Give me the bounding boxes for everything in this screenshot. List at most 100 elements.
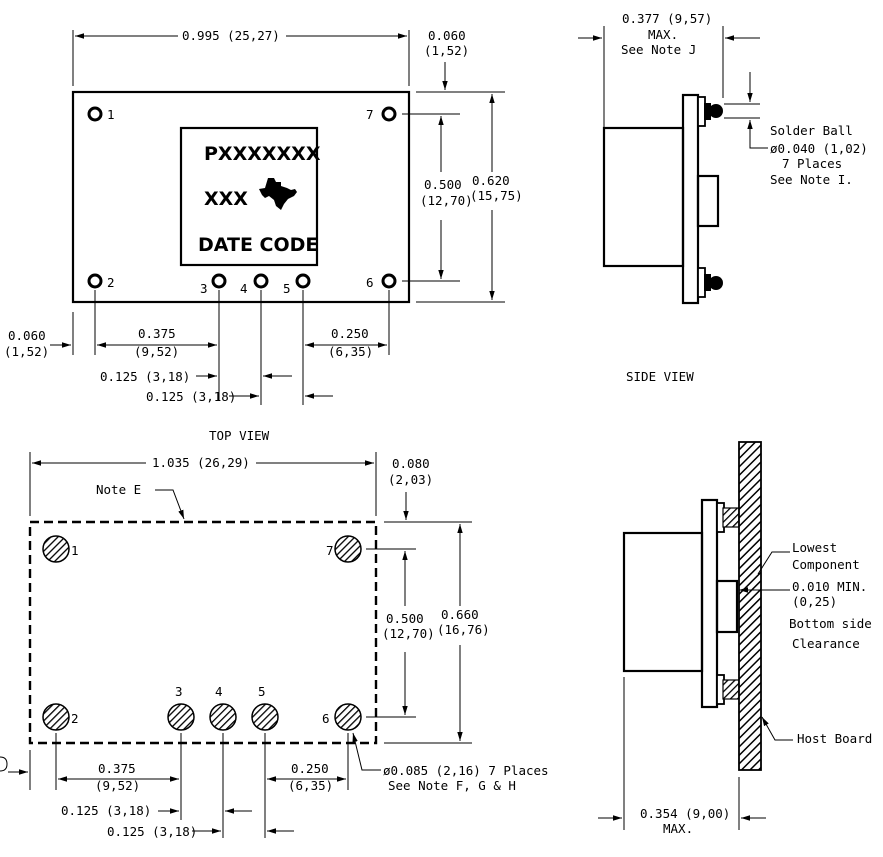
pin-number: 1	[107, 107, 115, 122]
pin-1	[87, 106, 103, 122]
side-view: 0.377 (9,57) MAX. See Note J Solder Ball…	[578, 11, 868, 384]
top-width-dim: 0.995 (25,27)	[182, 28, 280, 43]
top-pins	[87, 106, 397, 289]
mount-c3: 0.010 MIN.	[792, 579, 867, 594]
side-max-in: 0.377 (9,57)	[622, 11, 712, 26]
pad-number: 7	[326, 543, 334, 558]
mount-c5: Bottom side	[789, 616, 872, 631]
top-edge-in: 0.060	[428, 28, 466, 43]
pad-width-dim: 1.035 (26,29)	[152, 455, 250, 470]
pad-number: 4	[215, 684, 223, 699]
pad-pinoffset-mm: (9,52)	[95, 778, 140, 793]
top-leftedge-mm: (1,52)	[4, 344, 49, 359]
pad-height-mm: (16,76)	[437, 622, 490, 637]
top-pinoffset-in: 0.375	[138, 326, 176, 341]
pad-2	[42, 703, 70, 731]
top-pitch-b: 0.125 (3,18)	[146, 389, 236, 404]
label-part: PXXXXXXX	[204, 143, 321, 165]
label-date: DATE CODE	[198, 234, 318, 256]
pad-pitch-b: 0.125 (3,18)	[107, 824, 197, 839]
solder-ball-icon	[709, 104, 723, 118]
pad-edge-in: 0.080	[392, 456, 430, 471]
pin-number: 7	[366, 107, 374, 122]
label-rev: XXX	[204, 188, 248, 210]
pin-5	[295, 273, 311, 289]
pad-pitch-a: 0.125 (3,18)	[61, 803, 151, 818]
mount-component	[622, 531, 704, 673]
pad-layout-view: 1.035 (26,29) Note E 0.080 (2,03) 1 7 2 …	[0, 452, 549, 839]
pin-7	[381, 106, 397, 122]
top-height-mm: (15,75)	[470, 188, 523, 203]
pad-3	[167, 703, 195, 731]
top-edge-mm: (1,52)	[424, 43, 469, 58]
mount-c1: Lowest	[792, 540, 837, 555]
pad-number: 1	[71, 543, 79, 558]
solder-line3: 7 Places	[782, 156, 842, 171]
mount-c6: Clearance	[792, 636, 860, 651]
pad-edge-mm: (2,03)	[388, 472, 433, 487]
pad-7	[334, 535, 362, 563]
side-inner-part	[696, 174, 720, 228]
top-height-in: 0.620	[472, 173, 510, 188]
side-board	[681, 93, 700, 305]
module-outline	[71, 90, 411, 304]
pad-rightoffset-in: 0.250	[291, 761, 329, 776]
pad-keepout-outline	[28, 520, 378, 745]
pad-6	[334, 703, 362, 731]
top-view-caption: TOP VIEW	[209, 428, 270, 443]
pads	[42, 535, 362, 731]
pin-number: 5	[283, 281, 291, 296]
pad-number: 2	[71, 711, 79, 726]
top-pinspan-in: 0.500	[424, 177, 462, 192]
pad-pinspan-in: 0.500	[386, 611, 424, 626]
pin-number: 4	[240, 281, 248, 296]
mount-c4: (0,25)	[792, 594, 837, 609]
pad-pinspan-mm: (12,70)	[382, 626, 435, 641]
top-view: PXXXXXXX XXX DATE CODE 1 7 2 3 4 5 6 0.9…	[4, 28, 523, 443]
solder-line2: ø0.040 (1,02)	[770, 141, 868, 156]
mount-host: Host Board	[797, 731, 872, 746]
side-view-caption: SIDE VIEW	[626, 369, 694, 384]
top-pitch-a: 0.125 (3,18)	[100, 369, 190, 384]
pad-5	[251, 703, 279, 731]
ti-logo-icon	[259, 178, 297, 210]
pad-rightoffset-mm: (6,35)	[288, 778, 333, 793]
side-max-word: MAX.	[648, 27, 678, 42]
pad-note: Note E	[96, 482, 141, 497]
top-rightoffset-in: 0.250	[331, 326, 369, 341]
solder-line1: Solder Ball	[770, 123, 853, 138]
pad-height-in: 0.660	[441, 607, 479, 622]
side-component	[602, 126, 685, 268]
pad-dia-line1: ø0.085 (2,16) 7 Places	[383, 763, 549, 778]
top-pinoffset-mm: (9,52)	[134, 344, 179, 359]
solder-ball-icon	[709, 276, 723, 290]
top-rightoffset-mm: (6,35)	[328, 344, 373, 359]
pin-number: 3	[200, 281, 208, 296]
host-board	[738, 441, 762, 771]
pin-4	[253, 273, 269, 289]
mounted-view: Lowest Component 0.010 MIN. (0,25) Botto…	[598, 441, 872, 836]
pin-3	[211, 273, 227, 289]
pin-6	[381, 273, 397, 289]
top-pinspan-mm: (12,70)	[420, 193, 473, 208]
solder-line4: See Note I.	[770, 172, 853, 187]
pin-number: 2	[107, 275, 115, 290]
pad-1	[42, 535, 70, 563]
mount-module-board	[700, 498, 719, 709]
mount-c2: Component	[792, 557, 860, 572]
pad-pinoffset-in: 0.375	[98, 761, 136, 776]
pad-number: 6	[322, 711, 330, 726]
pad-number: 3	[175, 684, 183, 699]
pad-4	[209, 703, 237, 731]
pin-number: 6	[366, 275, 374, 290]
top-leftedge-in: 0.060	[8, 328, 46, 343]
label-box	[179, 126, 319, 267]
mount-inner-part	[715, 579, 739, 634]
mount-max-word: MAX.	[663, 821, 693, 836]
pin-2	[87, 273, 103, 289]
pad-number: 5	[258, 684, 266, 699]
pad-dia-line2: See Note F, G & H	[388, 778, 516, 793]
mount-max-in: 0.354 (9,00)	[640, 806, 730, 821]
side-note: See Note J	[621, 42, 696, 57]
